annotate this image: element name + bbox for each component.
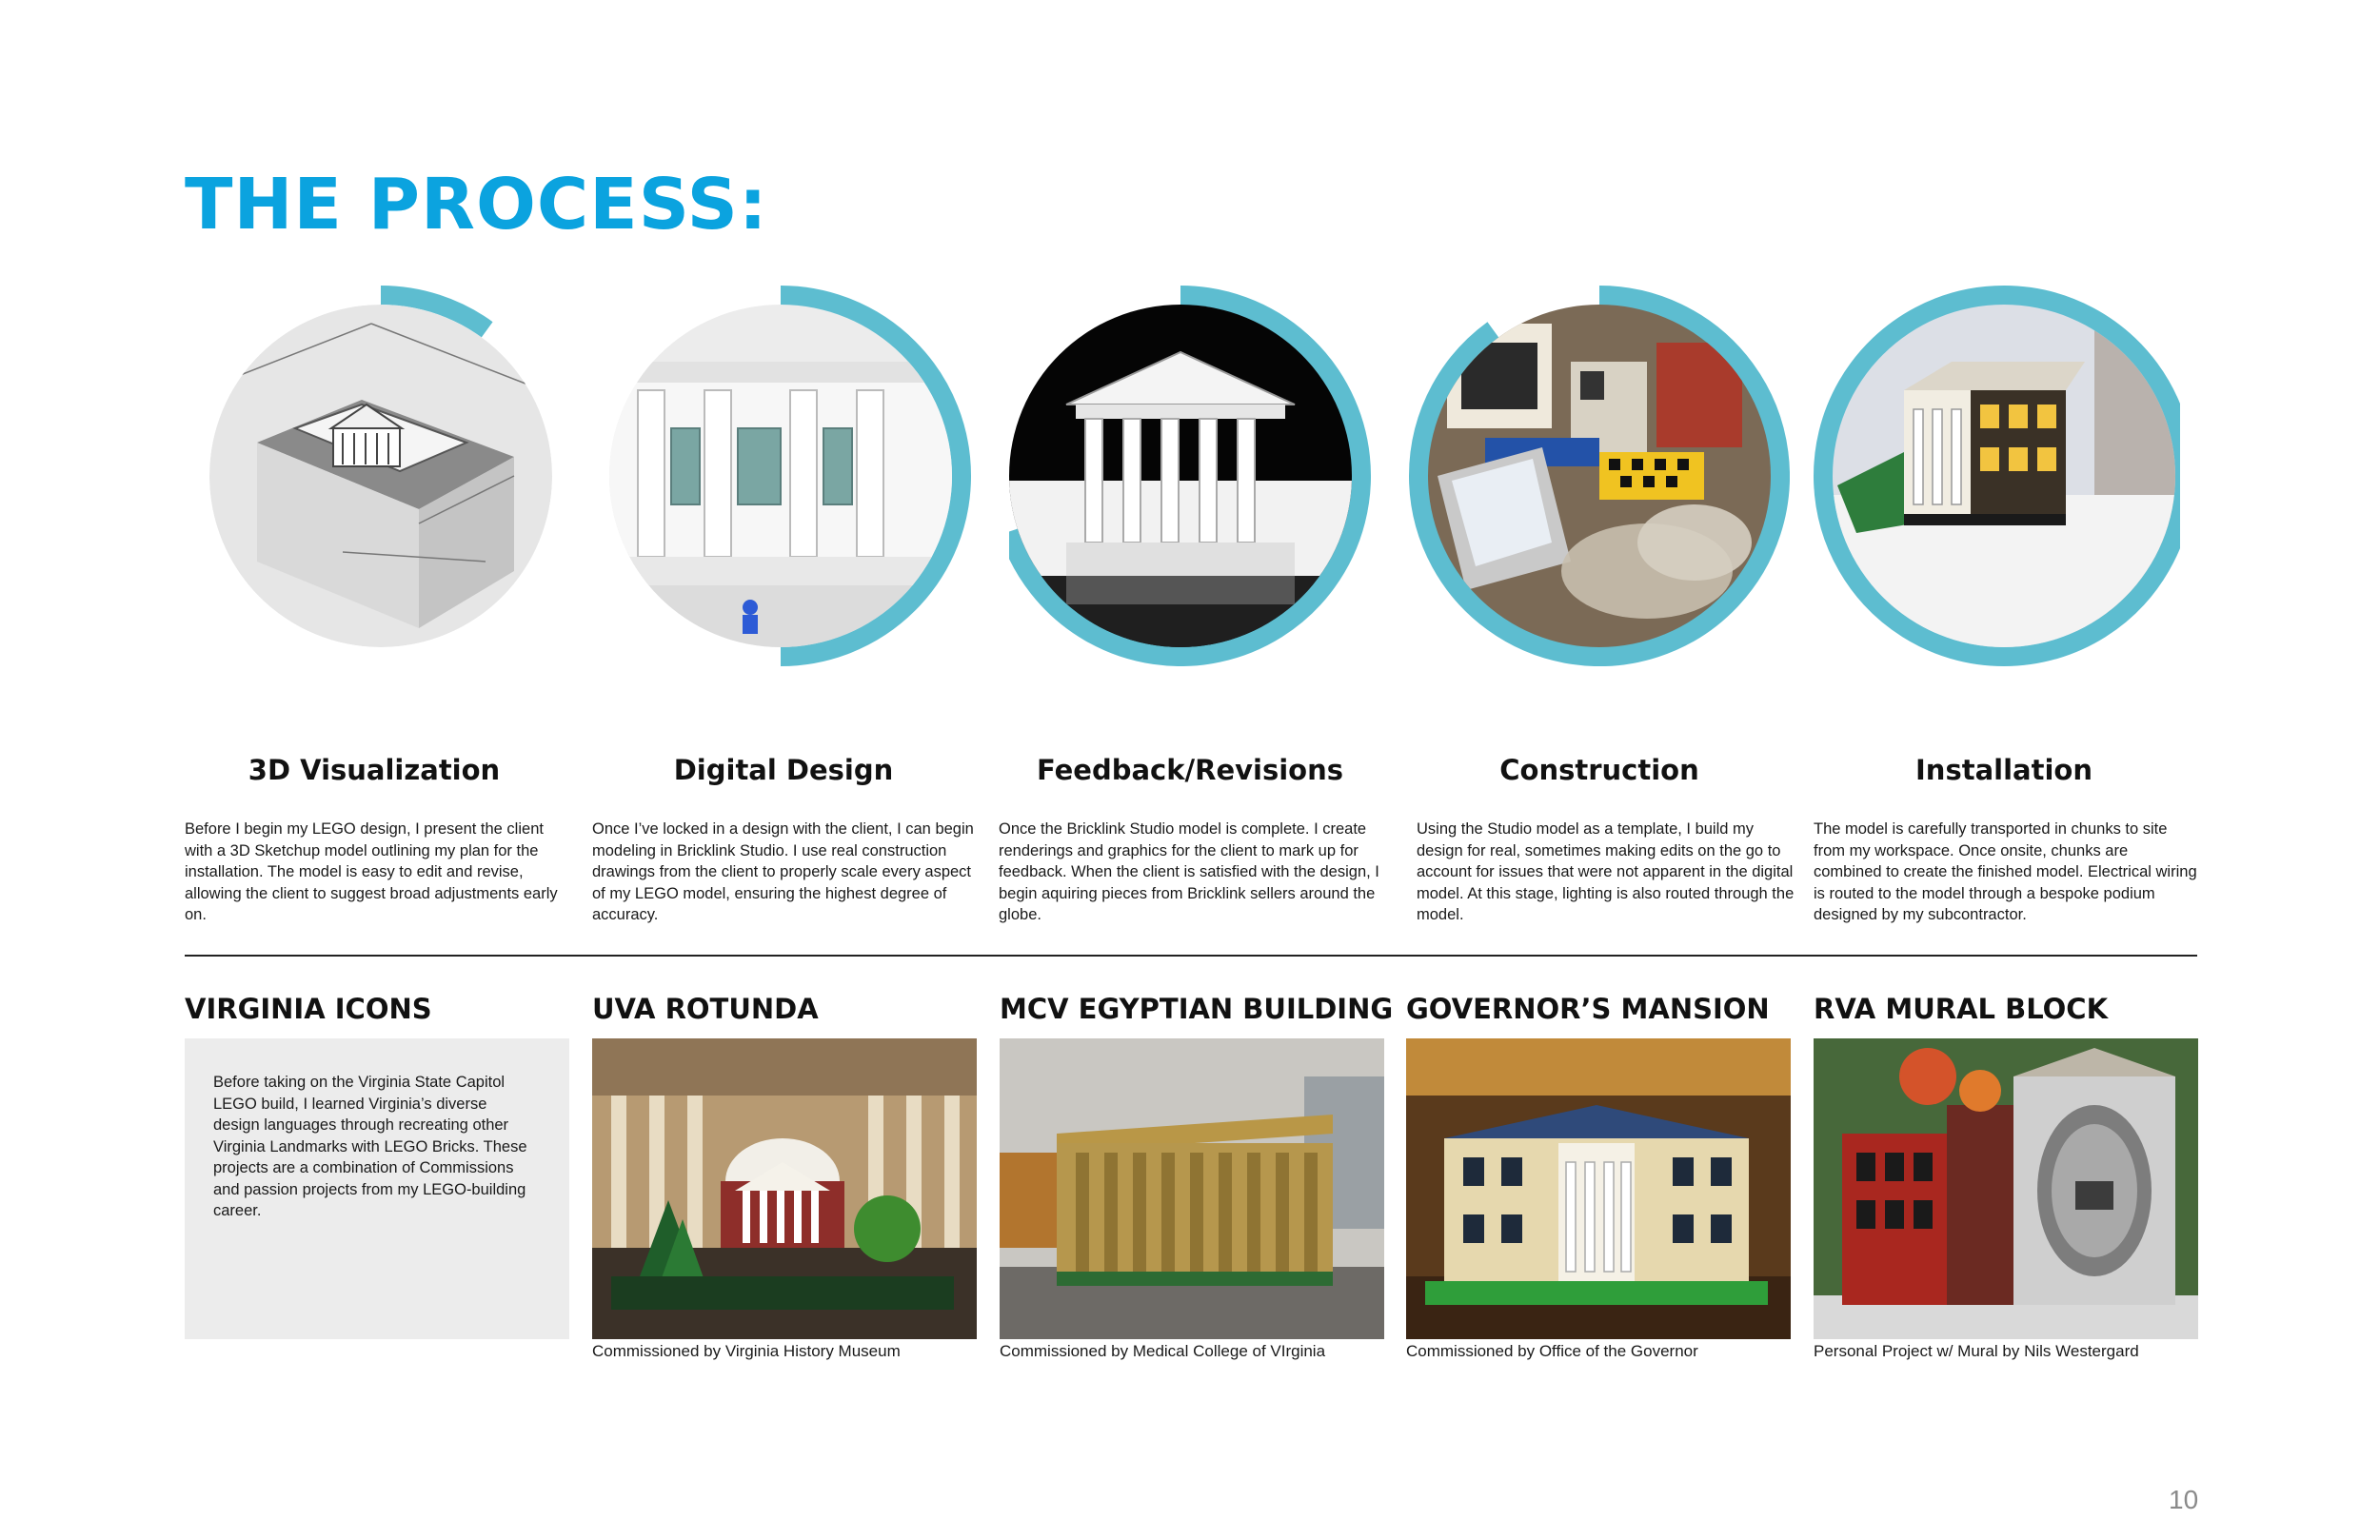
page-number: 10 xyxy=(2169,1485,2199,1514)
project-photo-uva-rotunda xyxy=(592,1038,977,1339)
stage-description-digital-design: Once I’ve locked in a design with the cl… xyxy=(592,820,974,923)
section-divider xyxy=(185,955,2197,957)
stage-description-installation: The model is carefully transported in ch… xyxy=(1814,820,2197,923)
project-title-governors-mansion: GOVERNOR’S MANSION xyxy=(1406,993,1770,1025)
stage-description-construction: Using the Studio model as a template, I … xyxy=(1417,820,1795,923)
project-title-uva-rotunda: UVA ROTUNDA xyxy=(592,993,819,1025)
project-caption-governors-mansion: Commissioned by Office of the Governor xyxy=(1406,1342,1698,1360)
virginia-icons-intro-box: Before taking on the Virginia State Capi… xyxy=(185,1038,569,1339)
project-title-rva-mural-block: RVA MURAL BLOCK xyxy=(1814,993,2109,1025)
stage-title-digital-design: Digital Design xyxy=(673,754,894,786)
stage-description-feedback-revisions: Once the Bricklink Studio model is compl… xyxy=(999,820,1379,923)
project-caption-uva-rotunda: Commissioned by Virginia History Museum xyxy=(592,1342,901,1360)
project-caption-mcv-egyptian-building: Commissioned by Medical College of VIrgi… xyxy=(1000,1342,1326,1360)
stage-title-feedback-revisions: Feedback/Revisions xyxy=(1036,754,1343,786)
progress-ring xyxy=(1814,286,2180,666)
project-caption-rva-mural-block: Personal Project w/ Mural by Nils Wester… xyxy=(1814,1342,2139,1360)
stage-visual-installation xyxy=(1814,286,2180,666)
project-photo-rva-mural-block xyxy=(1814,1038,2198,1339)
project-photo-mcv-egyptian-building xyxy=(1000,1038,1384,1339)
progress-ring xyxy=(380,286,493,348)
stage-visual-feedback-revisions xyxy=(1009,286,1371,666)
stage-title-installation: Installation xyxy=(1915,754,2092,786)
stage-title-construction: Construction xyxy=(1499,754,1699,786)
project-title-mcv-egyptian-building: MCV EGYPTIAN BUILDING xyxy=(1000,993,1394,1025)
stage-visual-3d-visualization xyxy=(209,286,552,647)
stage-visual-construction xyxy=(1409,286,1790,666)
stage-title-3d-visualization: 3D Visualization xyxy=(248,754,501,786)
progress-ring xyxy=(780,286,971,666)
stage-description-3d-visualization: Before I begin my LEGO design, I present… xyxy=(185,820,558,923)
stage-visual-digital-design xyxy=(609,286,971,666)
progress-ring xyxy=(1409,286,1790,666)
process-stages: 3D Visualization Before I begin my LEGO … xyxy=(0,286,2380,952)
project-photo-governors-mansion xyxy=(1406,1038,1791,1339)
virginia-icons-intro: Before taking on the Virginia State Capi… xyxy=(213,1074,527,1219)
virginia-icons-title: VIRGINIA ICONS xyxy=(185,993,432,1025)
progress-ring xyxy=(1009,286,1371,666)
page-title: THE PROCESS: xyxy=(185,164,768,246)
